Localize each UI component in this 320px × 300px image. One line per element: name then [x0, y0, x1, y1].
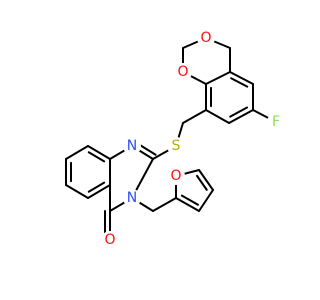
- bond-line: [175, 197, 200, 212]
- bond-line: [87, 184, 111, 199]
- atom-label-background: [123, 137, 141, 155]
- atom-label-n3: N: [127, 190, 137, 206]
- atom-label-o2: O: [200, 30, 211, 46]
- bond-line: [198, 169, 214, 191]
- bond-line-inner: [229, 106, 249, 118]
- molecule-structure-diagram: O O F S N N O O: [65, 29, 285, 249]
- bond-line: [182, 109, 207, 124]
- atom-label-f: F: [272, 114, 280, 130]
- bond-line: [205, 109, 230, 124]
- atom-label-o1: O: [177, 64, 188, 80]
- bond-line: [198, 189, 214, 212]
- bond-line: [65, 184, 89, 199]
- bond-line: [229, 71, 254, 85]
- atom-label-background: [167, 167, 185, 185]
- bond-line-inner: [87, 151, 106, 163]
- bond-line: [205, 71, 231, 85]
- bond-line: [65, 145, 89, 160]
- bond-line: [152, 197, 177, 212]
- atom-label-o4: O: [104, 232, 115, 248]
- bond-line-inner: [230, 77, 249, 88]
- atom-label-o3: O: [170, 168, 181, 184]
- atom-label-background: [267, 113, 285, 131]
- atom-label-s: S: [172, 138, 181, 154]
- atom-label-background: [174, 63, 192, 81]
- atom-label-background: [197, 29, 215, 47]
- atom-label-background: [167, 137, 185, 155]
- atom-label-n1: N: [127, 138, 137, 154]
- atom-label-layer: O O F S N N O O: [101, 29, 285, 249]
- bond-line-inner: [180, 194, 200, 206]
- bond-line-inner: [196, 174, 208, 191]
- atom-label-background: [101, 231, 119, 249]
- bond-line: [228, 109, 254, 124]
- bond-layer: [65, 37, 277, 241]
- bond-line: [87, 145, 111, 160]
- bond-line-inner: [87, 181, 106, 193]
- atom-label-background: [123, 189, 141, 207]
